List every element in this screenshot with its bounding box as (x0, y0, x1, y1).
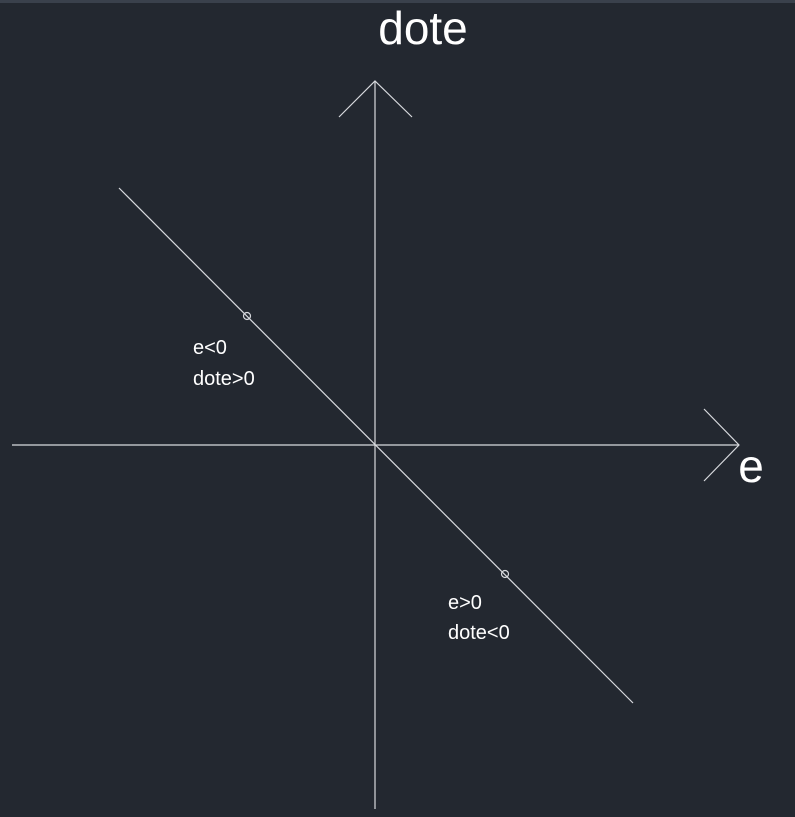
y-axis-arrowhead (338, 80, 413, 118)
x-axis-label: e (738, 440, 764, 492)
region-lower-right-line1: e>0 (448, 592, 482, 614)
region-lower-right-line2: dote<0 (448, 622, 510, 644)
switching-line (118, 187, 634, 704)
region-upper-left-line2: dote>0 (193, 368, 255, 390)
upper-left-point-marker (242, 311, 252, 321)
x-axis-arrowhead (703, 408, 740, 482)
window-top-border (0, 0, 795, 3)
y-axis-label: dote (378, 2, 468, 54)
region-upper-left-line1: e<0 (193, 337, 227, 359)
lower-right-point-marker (500, 569, 510, 579)
